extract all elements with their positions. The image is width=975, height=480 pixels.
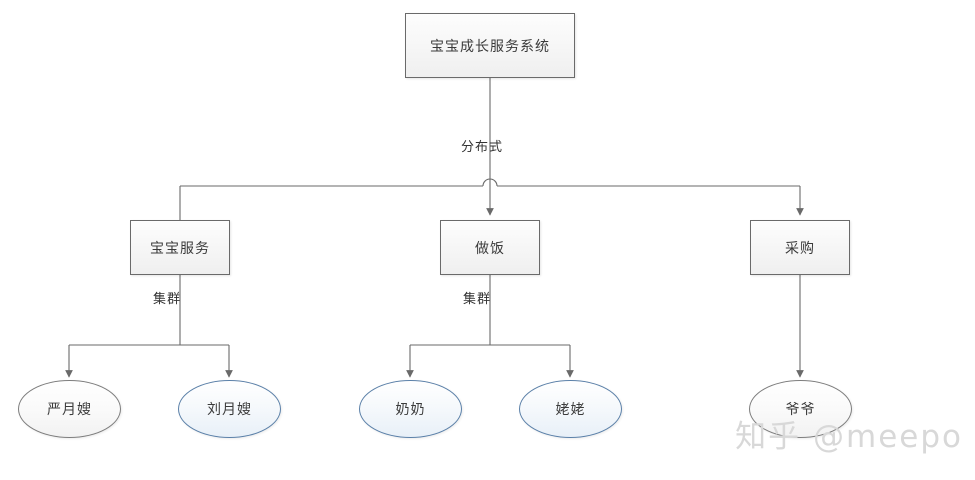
line-hop-arc [482,178,498,187]
watermark: 知乎 @meepo [735,419,963,455]
node-yanyuesao-label: 严月嫂 [47,401,92,417]
edge-label-cluster-left: 集群 [153,291,182,306]
edge-label-distributed: 分布式 [461,139,504,154]
node-liuyuesao-label: 刘月嫂 [207,401,252,417]
node-nainai-label: 奶奶 [395,401,426,417]
node-nainai[interactable]: 奶奶 [359,380,462,438]
node-yeye-label: 爷爷 [785,401,816,417]
node-yanyuesao[interactable]: 严月嫂 [18,380,121,438]
edge-label-cluster-middle: 集群 [463,291,492,306]
node-zuofan-label: 做饭 [475,239,505,256]
node-laolao-label: 姥姥 [555,401,586,417]
node-caigou[interactable]: 采购 [750,220,850,275]
node-yeye[interactable]: 爷爷 [749,380,852,438]
node-laolao[interactable]: 姥姥 [519,380,622,438]
node-caigou-label: 采购 [785,239,815,256]
node-liuyuesao[interactable]: 刘月嫂 [178,380,281,438]
node-root-label: 宝宝成长服务系统 [430,37,550,54]
node-baobaofuwu-label: 宝宝服务 [150,239,210,256]
node-root[interactable]: 宝宝成长服务系统 [405,13,575,78]
node-zuofan[interactable]: 做饭 [440,220,540,275]
node-baobaofuwu[interactable]: 宝宝服务 [130,220,230,275]
